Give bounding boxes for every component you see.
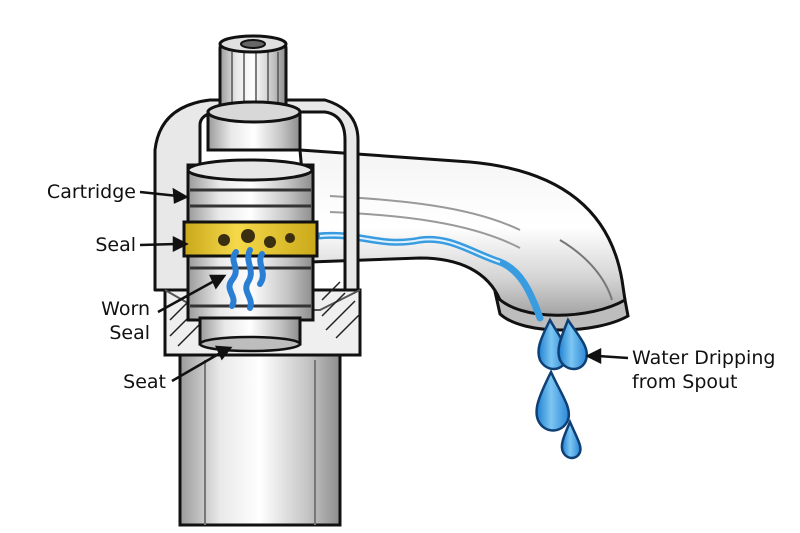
lower-cartridge bbox=[186, 247, 315, 322]
label-worn-seal-line2: Seal bbox=[109, 322, 150, 344]
label-cartridge: Cartridge bbox=[46, 181, 136, 203]
label-worn-seal-line1: Worn bbox=[101, 298, 150, 320]
seal-leader bbox=[139, 242, 177, 247]
label-water-line2: from Spout bbox=[632, 371, 738, 393]
valve-seat bbox=[198, 316, 302, 353]
drop-4 bbox=[560, 418, 582, 460]
label-water-line1: Water Dripping bbox=[632, 347, 776, 369]
seal-arrowhead bbox=[172, 235, 189, 253]
cartridge-arrowhead bbox=[172, 187, 189, 204]
worn-seal-leader bbox=[157, 278, 217, 314]
leak-water bbox=[226, 247, 266, 311]
seat-arrowhead bbox=[214, 345, 233, 361]
stem bbox=[206, 34, 302, 152]
leader-lines bbox=[139, 187, 629, 383]
drop-3 bbox=[535, 369, 571, 432]
worn-seal-arrowhead bbox=[209, 274, 227, 290]
label-seal: Seal bbox=[95, 234, 136, 256]
water-leader bbox=[597, 354, 629, 360]
drop-2 bbox=[557, 317, 589, 371]
water-arrowhead bbox=[585, 347, 602, 365]
seat-leader bbox=[171, 350, 223, 383]
label-seat: Seat bbox=[123, 371, 166, 393]
cartridge-body bbox=[186, 158, 315, 225]
water-drops bbox=[535, 317, 589, 460]
cartridge-leader bbox=[139, 190, 179, 198]
